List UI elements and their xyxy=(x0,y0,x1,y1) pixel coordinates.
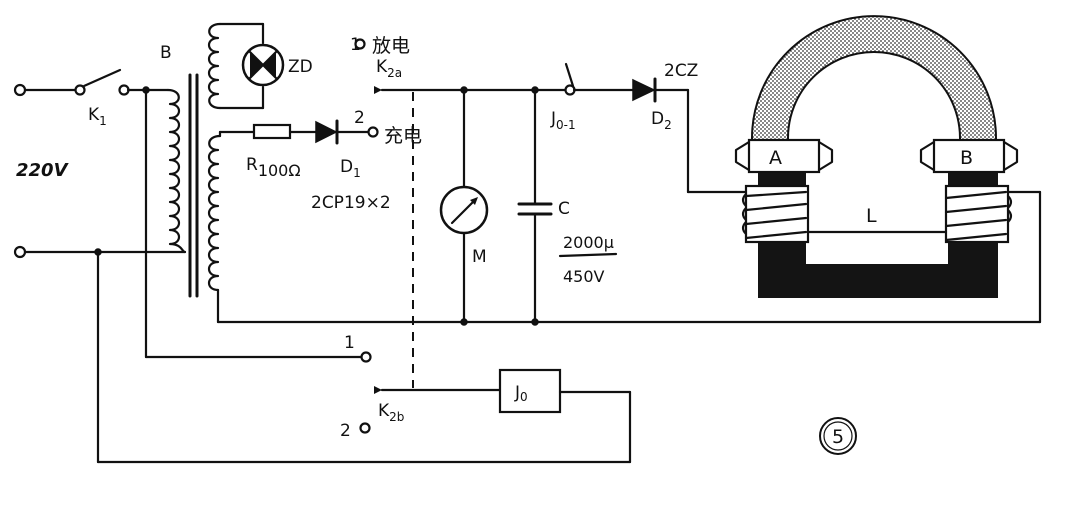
relay-label: J0 xyxy=(514,383,528,404)
transformer-b: B xyxy=(142,22,222,298)
supply-voltage-label: 220V xyxy=(16,160,70,181)
k2b-label: K2b xyxy=(378,401,404,424)
k2b-contact-1 xyxy=(360,351,372,363)
d2-label: D2 xyxy=(651,109,672,132)
k2b-contact-2 xyxy=(359,422,371,434)
capacitor-label: C xyxy=(558,199,570,219)
resistor-r xyxy=(252,123,292,140)
discharge-num: 1 xyxy=(350,35,361,55)
figure-number: 5 xyxy=(832,426,844,448)
charging-branch: R100Ω D1 2CP19×2 xyxy=(218,119,391,213)
switch-k2a: 1 放电 K2a 2 充电 xyxy=(350,35,466,147)
main-wiring xyxy=(216,86,1042,326)
k2a-discharge-contact xyxy=(354,38,366,50)
coil-label: L xyxy=(866,205,877,227)
transformer-label: B xyxy=(160,43,172,63)
d2-type-label: 2CZ xyxy=(664,61,698,81)
figure-number-badge: 5 xyxy=(819,417,857,455)
charge-label: 充电 xyxy=(384,125,422,147)
capacitor-c: C 2000μ 450V xyxy=(517,88,618,324)
pole-a-label: A xyxy=(769,147,782,169)
relay-contact-j0-1: J0-1 xyxy=(550,62,635,132)
pole-a xyxy=(747,138,821,174)
capacitor-value: 2000μ xyxy=(563,233,614,252)
k2b-pos2-label: 2 xyxy=(340,421,351,441)
k2a-charge-contact xyxy=(367,126,379,138)
relay-contact-label: J0-1 xyxy=(550,109,576,132)
d1-type-label: 2CP19×2 xyxy=(311,193,391,213)
lamp-label: ZD xyxy=(288,57,313,77)
pole-b xyxy=(932,138,1006,174)
switch-k1: K1 xyxy=(74,68,170,128)
electromagnet: A B L xyxy=(734,15,1042,324)
d1-label: D1 xyxy=(340,157,361,180)
capacitor-voltage: 450V xyxy=(563,267,605,286)
k2b-pos1-label: 1 xyxy=(344,333,355,353)
magnet-arch xyxy=(751,15,997,149)
meter-m: M xyxy=(439,88,489,324)
mains-input: 220V xyxy=(13,83,187,259)
discharge-label: 放电 xyxy=(372,35,410,57)
charge-num: 2 xyxy=(354,108,365,128)
switch-k2b: 1 2 K2b xyxy=(144,88,502,441)
input-terminal-bottom xyxy=(13,245,27,259)
k2a-label: K2a xyxy=(376,57,402,80)
relay-j0: J0 xyxy=(94,248,632,464)
diode-d2: 2CZ D2 xyxy=(632,61,754,194)
input-terminal-top xyxy=(13,83,27,97)
resistor-label: R100Ω xyxy=(246,155,301,180)
diode-d1 xyxy=(315,120,338,144)
magnet-base xyxy=(758,238,998,298)
indicator-lamp-zd: ZD xyxy=(218,22,313,110)
pole-b-label: B xyxy=(960,147,973,169)
meter-label: M xyxy=(472,247,487,267)
k1-label: K1 xyxy=(88,105,107,128)
